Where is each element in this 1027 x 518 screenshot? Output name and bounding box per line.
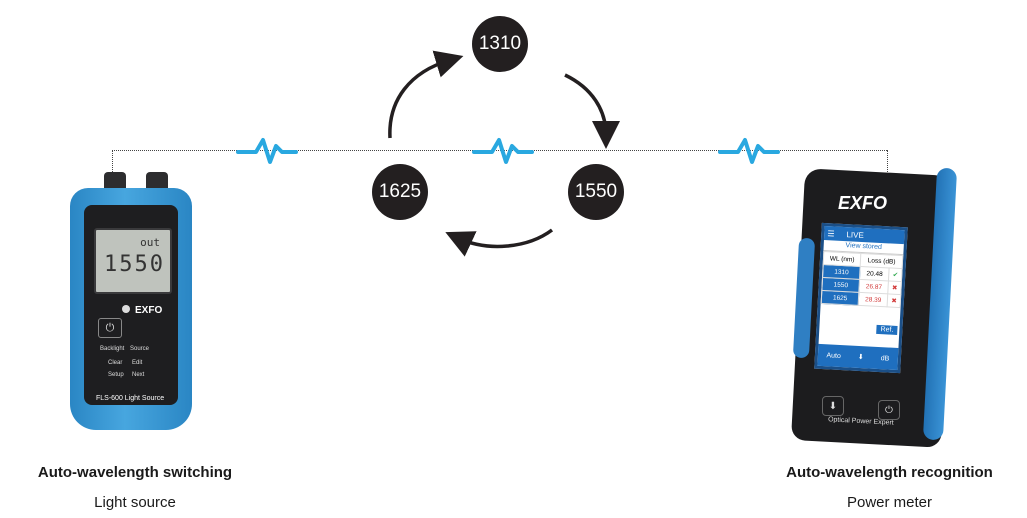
lcd-mode: out (140, 236, 160, 249)
unit-label: dB (880, 354, 890, 363)
power-meter-caption-sub: Power meter (846, 494, 933, 511)
power-button-icon: ⏻ (98, 318, 122, 338)
auto-label: Auto (826, 351, 842, 360)
light-source-caption-title: Auto-wavelength switching (37, 464, 233, 481)
light-source-brand: EXFO (135, 305, 163, 316)
power-meter-brand: EXFO (838, 193, 888, 213)
power-button-icon: ⏻ (878, 400, 900, 420)
save-button-icon: ⬇ (822, 396, 844, 416)
loss-table: WL (nm) Loss (dB) 1310 20.48 ✔ 1550 26.8… (821, 251, 904, 308)
fail-x-icon: ✖ (887, 293, 901, 308)
wavelength-node-1310: 1310 (472, 16, 528, 72)
power-meter-screen: ☰ LIVE View stored WL (nm) Loss (dB) 131… (814, 222, 908, 374)
key-setup: Setup (108, 372, 124, 378)
row-wl: 1625 (821, 290, 860, 306)
wavelength-cycle-arrows (388, 50, 620, 257)
key-next: Next (132, 372, 145, 378)
key-source: Source (130, 346, 150, 352)
light-source-caption-sub: Light source (94, 494, 176, 511)
fiber-link (112, 150, 887, 151)
fiber-drop-right (887, 150, 888, 172)
row-loss: 28.39 (858, 292, 889, 307)
download-icon: ⬇ (857, 353, 864, 362)
signal-pulse-right-icon (718, 138, 780, 164)
key-clear: Clear (108, 360, 123, 366)
power-meter-caption-title: Auto-wavelength recognition (786, 464, 993, 481)
key-backlight: Backlight (100, 346, 125, 352)
ref-button: Ref. (876, 324, 898, 335)
arrow-1310-to-1550 (564, 73, 620, 149)
signal-pulse-center-icon (472, 138, 534, 164)
light-source-model: FLS-600 Light Source (96, 395, 165, 402)
table-row: 1625 28.39 ✖ (821, 290, 901, 308)
menu-icon: ☰ (827, 228, 835, 239)
fiber-drop-left (112, 150, 113, 176)
active-led-icon (122, 305, 130, 313)
arrow-1550-to-1625 (445, 228, 554, 257)
wavelength-node-1625: 1625 (372, 164, 428, 220)
arrow-1625-to-1310 (388, 50, 464, 139)
key-edit: Edit (132, 360, 143, 366)
pass-check-icon: ✔ (888, 267, 903, 282)
fail-x-icon: ✖ (888, 280, 902, 295)
screen-title: LIVE (846, 229, 865, 240)
screen-footer: Auto ⬇ dB (817, 343, 899, 370)
lcd-wavelength: 1550 (104, 252, 165, 277)
signal-pulse-left-icon (236, 138, 298, 164)
wavelength-node-1550: 1550 (568, 164, 624, 220)
light-source-lcd: out 1550 (94, 228, 172, 294)
